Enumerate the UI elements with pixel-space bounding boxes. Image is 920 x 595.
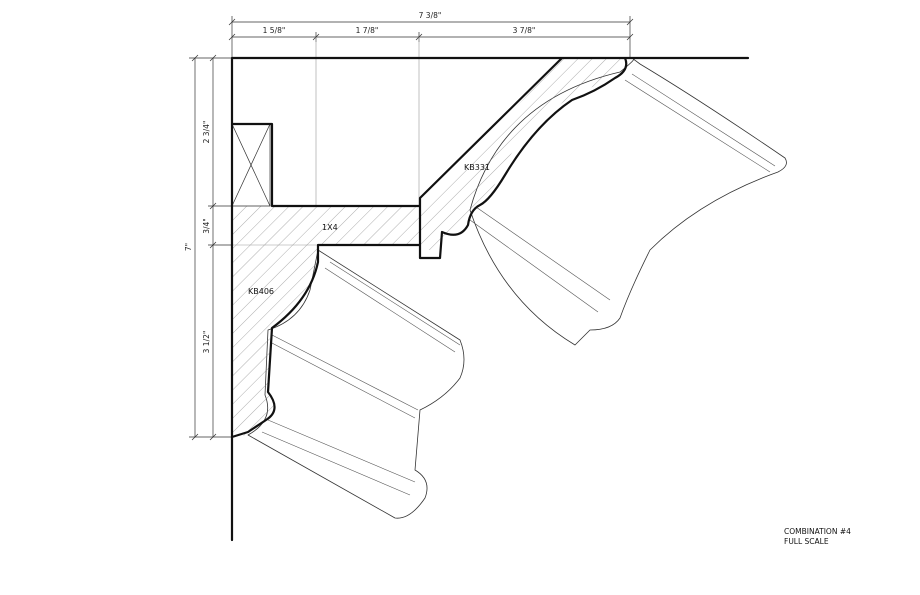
- dim-left-c: 3 1/2": [202, 331, 211, 354]
- blocking: [231, 123, 271, 207]
- dim-top-b: 1 7/8": [356, 26, 379, 35]
- profile-outline: [230, 56, 750, 542]
- drawing-note: COMBINATION #4 FULL SCALE: [784, 527, 851, 546]
- dim-top-c: 3 7/8": [513, 26, 536, 35]
- dim-left-b: 3/4": [202, 218, 211, 234]
- left-dimension-chain: 7" 2 3/4" 3/4" 3 1/2": [184, 54, 232, 441]
- dim-left-total: 7": [184, 243, 193, 251]
- crown-upper-section: [420, 58, 630, 250]
- board-1x4-section: [232, 206, 420, 245]
- top-dimension-chain: 7 3/8" 1 5/8" 1 7/8" 3 7/8": [228, 11, 634, 58]
- label-kb331: KB331: [464, 163, 490, 172]
- lower-crown-face: [247, 249, 465, 519]
- dim-left-a: 2 3/4": [202, 121, 211, 144]
- label-1x4: 1X4: [322, 223, 338, 232]
- dim-top-a: 1 5/8": [263, 26, 286, 35]
- label-kb406: KB406: [248, 287, 274, 296]
- crown-lower-section: [232, 245, 318, 437]
- note-line-2: FULL SCALE: [784, 537, 829, 546]
- dim-top-total: 7 3/8": [419, 11, 442, 20]
- note-line-1: COMBINATION #4: [784, 527, 851, 536]
